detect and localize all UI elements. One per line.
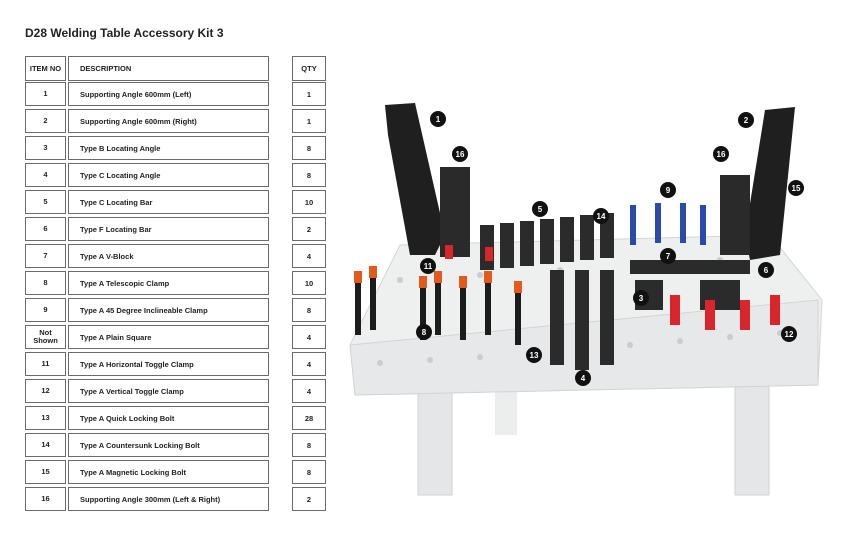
row-description: Supporting Angle 600mm (Right) (68, 109, 269, 133)
photo-marker: 3 (633, 290, 649, 306)
row-description: Type A Horizontal Toggle Clamp (68, 352, 269, 376)
row-qty: 4 (292, 379, 326, 403)
header-item-no: ITEM NO (25, 56, 66, 81)
row-item-no: 12 (25, 379, 66, 403)
row-qty: 28 (292, 406, 326, 430)
photo-marker: 11 (420, 258, 436, 274)
row-description: Type A Quick Locking Bolt (68, 406, 269, 430)
header-description: DESCRIPTION (68, 56, 269, 81)
row-qty: 8 (292, 136, 326, 160)
row-description: Type C Locating Bar (68, 190, 269, 214)
row-item-no: 5 (25, 190, 66, 214)
row-description: Type A Magnetic Locking Bolt (68, 460, 269, 484)
photo-marker: 16 (452, 146, 468, 162)
row-description: Type A 45 Degree Incline­able Clamp (68, 298, 269, 322)
photo-marker: 7 (660, 248, 676, 264)
row-item-no: 7 (25, 244, 66, 268)
row-qty: 1 (292, 82, 326, 106)
row-description: Type A Plain Square (68, 325, 269, 349)
row-description: Type A Vertical Toggle Clamp (68, 379, 269, 403)
row-description: Type A Countersunk Locking Bolt (68, 433, 269, 457)
row-qty: 10 (292, 271, 326, 295)
welding-table-photo (349, 103, 823, 496)
row-qty: 4 (292, 352, 326, 376)
row-item-no: 4 (25, 163, 66, 187)
row-qty: 1 (292, 109, 326, 133)
row-item-no: 8 (25, 271, 66, 295)
row-qty: 8 (292, 460, 326, 484)
photo-marker: 6 (758, 262, 774, 278)
page-title: D28 Welding Table Accessory Kit 3 (25, 26, 224, 40)
row-description: Type C Locating Angle (68, 163, 269, 187)
row-item-no: 15 (25, 460, 66, 484)
row-item-no: 3 (25, 136, 66, 160)
row-description: Type F Locating Bar (68, 217, 269, 241)
row-qty: 4 (292, 244, 326, 268)
row-item-no: 9 (25, 298, 66, 322)
photo-marker: 4 (575, 370, 591, 386)
row-item-no: 14 (25, 433, 66, 457)
row-item-no: 13 (25, 406, 66, 430)
row-description: Type B Locating Angle (68, 136, 269, 160)
row-qty: 4 (292, 325, 326, 349)
photo-marker: 14 (593, 208, 609, 224)
row-description: Supporting Angle 600mm (Left) (68, 82, 269, 106)
row-item-no: 6 (25, 217, 66, 241)
row-item-no: 2 (25, 109, 66, 133)
row-description: Supporting Angle 300mm (Left & Right) (68, 487, 269, 511)
photo-marker: 9 (660, 182, 676, 198)
row-description: Type A Telescopic Clamp (68, 271, 269, 295)
row-item-no: Not Shown (25, 325, 66, 349)
photo-marker: 13 (526, 347, 542, 363)
photo-marker: 12 (781, 326, 797, 342)
photo-marker: 2 (738, 112, 754, 128)
photo-marker: 5 (532, 201, 548, 217)
photo-marker: 16 (713, 146, 729, 162)
row-item-no: 11 (25, 352, 66, 376)
row-item-no: 16 (25, 487, 66, 511)
row-description: Type A V-Block (68, 244, 269, 268)
row-qty: 8 (292, 163, 326, 187)
row-qty: 8 (292, 433, 326, 457)
header-qty: QTY (292, 56, 326, 81)
photo-marker: 1 (430, 111, 446, 127)
row-qty: 2 (292, 217, 326, 241)
row-qty: 2 (292, 487, 326, 511)
row-item-no: 1 (25, 82, 66, 106)
photo-marker: 15 (788, 180, 804, 196)
photo-marker: 8 (416, 324, 432, 340)
row-qty: 8 (292, 298, 326, 322)
row-qty: 10 (292, 190, 326, 214)
